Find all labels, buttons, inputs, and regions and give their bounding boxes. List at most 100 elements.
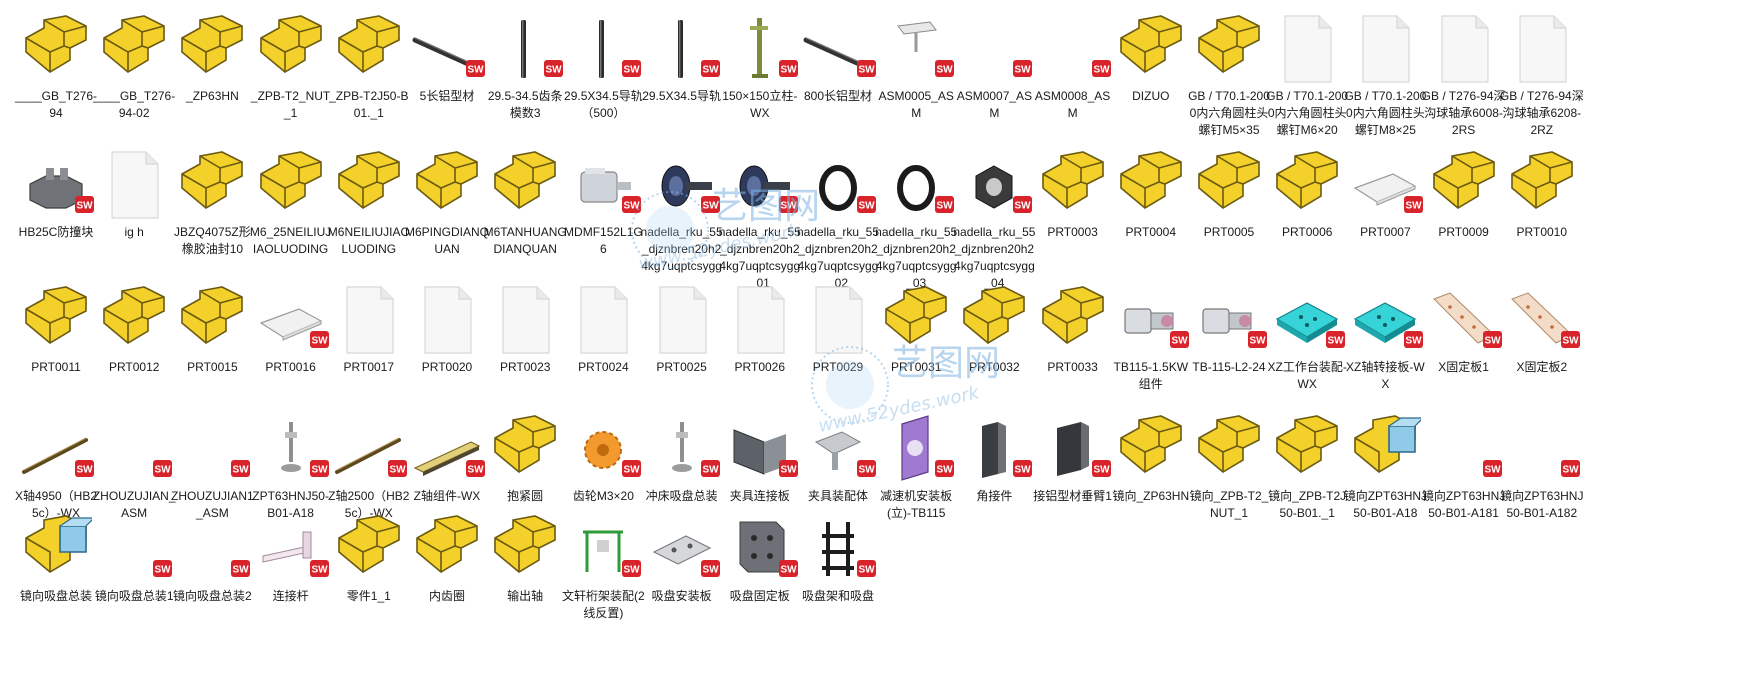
- file-item[interactable]: PRT0003: [1031, 142, 1115, 266]
- file-item[interactable]: 镜向ZPT63HNJ50-B01-A18: [1343, 406, 1427, 530]
- file-label: PRT0025: [656, 360, 707, 374]
- file-item[interactable]: _ZPB-T2_NUT_1: [249, 6, 333, 130]
- file-item[interactable]: 镜向_ZPB-T2J50-B01._1: [1265, 406, 1349, 530]
- file-item[interactable]: PRT0031: [874, 277, 958, 401]
- file-item[interactable]: PRT0020: [405, 277, 489, 401]
- solidworks-badge-icon: SW: [231, 560, 251, 577]
- assembly-icon: [98, 283, 170, 355]
- file-item[interactable]: PRT0024: [561, 277, 645, 401]
- file-item[interactable]: M6PINGDIANQUAN: [405, 142, 489, 266]
- file-item[interactable]: PRT0011: [14, 277, 98, 401]
- file-item[interactable]: GB / T276-94深沟球轴承6008-2RS: [1422, 6, 1506, 137]
- svg-text:SW: SW: [311, 336, 328, 347]
- file-item[interactable]: GB / T70.1-2000内六角圆柱头螺钉M5×35: [1187, 6, 1271, 137]
- file-item[interactable]: ____GB_T276-94: [14, 6, 98, 130]
- file-item[interactable]: PRT0010: [1500, 142, 1584, 266]
- file-item[interactable]: M6NEILIUJIAOLUODING: [327, 142, 411, 266]
- file-item[interactable]: ____GB_T276-94-02: [92, 6, 176, 130]
- file-label: GB / T276-94深沟球轴承6208-2RZ: [1499, 89, 1584, 137]
- file-item[interactable]: M6TANHUANGDIANQUAN: [483, 142, 567, 266]
- file-item[interactable]: PRT0006: [1265, 142, 1349, 266]
- file-item[interactable]: PRT0005: [1187, 142, 1271, 266]
- file-item[interactable]: PRT0023: [483, 277, 567, 401]
- solidworks-badge-icon: SW: [544, 60, 564, 77]
- file-item[interactable]: 镜向_ZPB-T2_NUT_1: [1187, 406, 1271, 530]
- file-item[interactable]: 内齿圈: [405, 506, 489, 630]
- svg-text:SW: SW: [937, 465, 954, 476]
- file-item[interactable]: ig h: [92, 142, 176, 266]
- file-label: PRT0015: [187, 360, 238, 374]
- file-item[interactable]: JBZQ4075Z形橡胶油封10: [170, 142, 254, 266]
- file-item[interactable]: PRT0015: [170, 277, 254, 401]
- file-item[interactable]: 零件1_1: [327, 506, 411, 630]
- file-item[interactable]: PRT0032: [952, 277, 1036, 401]
- file-item[interactable]: _ZPB-T2J50-B01._1: [327, 6, 411, 130]
- file-item[interactable]: 抱紧圆: [483, 406, 567, 530]
- file-item[interactable]: 镜向_ZP63HN: [1109, 406, 1193, 530]
- file-item[interactable]: PRT0017: [327, 277, 411, 401]
- file-item[interactable]: 输出轴: [483, 506, 567, 630]
- file-item[interactable]: DIZUO: [1109, 6, 1193, 130]
- file-item[interactable]: _ZP63HN: [170, 6, 254, 130]
- file-item[interactable]: GB / T276-94深沟球轴承6208-2RZ: [1500, 6, 1584, 137]
- file-item[interactable]: PRT0004: [1109, 142, 1193, 266]
- file-item[interactable]: PRT0029: [796, 277, 880, 401]
- file-label: 内齿圈: [428, 589, 465, 603]
- file-item[interactable]: PRT0033: [1031, 277, 1115, 401]
- file-item[interactable]: PRT0025: [640, 277, 724, 401]
- file-item[interactable]: GB / T70.1-2000内六角圆柱头螺钉M8×25: [1343, 6, 1427, 137]
- file-item[interactable]: GB / T70.1-2000内六角圆柱头螺钉M6×20: [1265, 6, 1349, 137]
- file-item[interactable]: PRT0026: [718, 277, 802, 401]
- assembly-icon: [176, 283, 248, 355]
- file-item[interactable]: PRT0012: [92, 277, 176, 401]
- file-item[interactable]: PRT0009: [1422, 142, 1506, 266]
- file-item[interactable]: M6_25NEILIUJIAOLUODING: [249, 142, 333, 266]
- file-item[interactable]: 镜向吸盘总装: [14, 506, 98, 630]
